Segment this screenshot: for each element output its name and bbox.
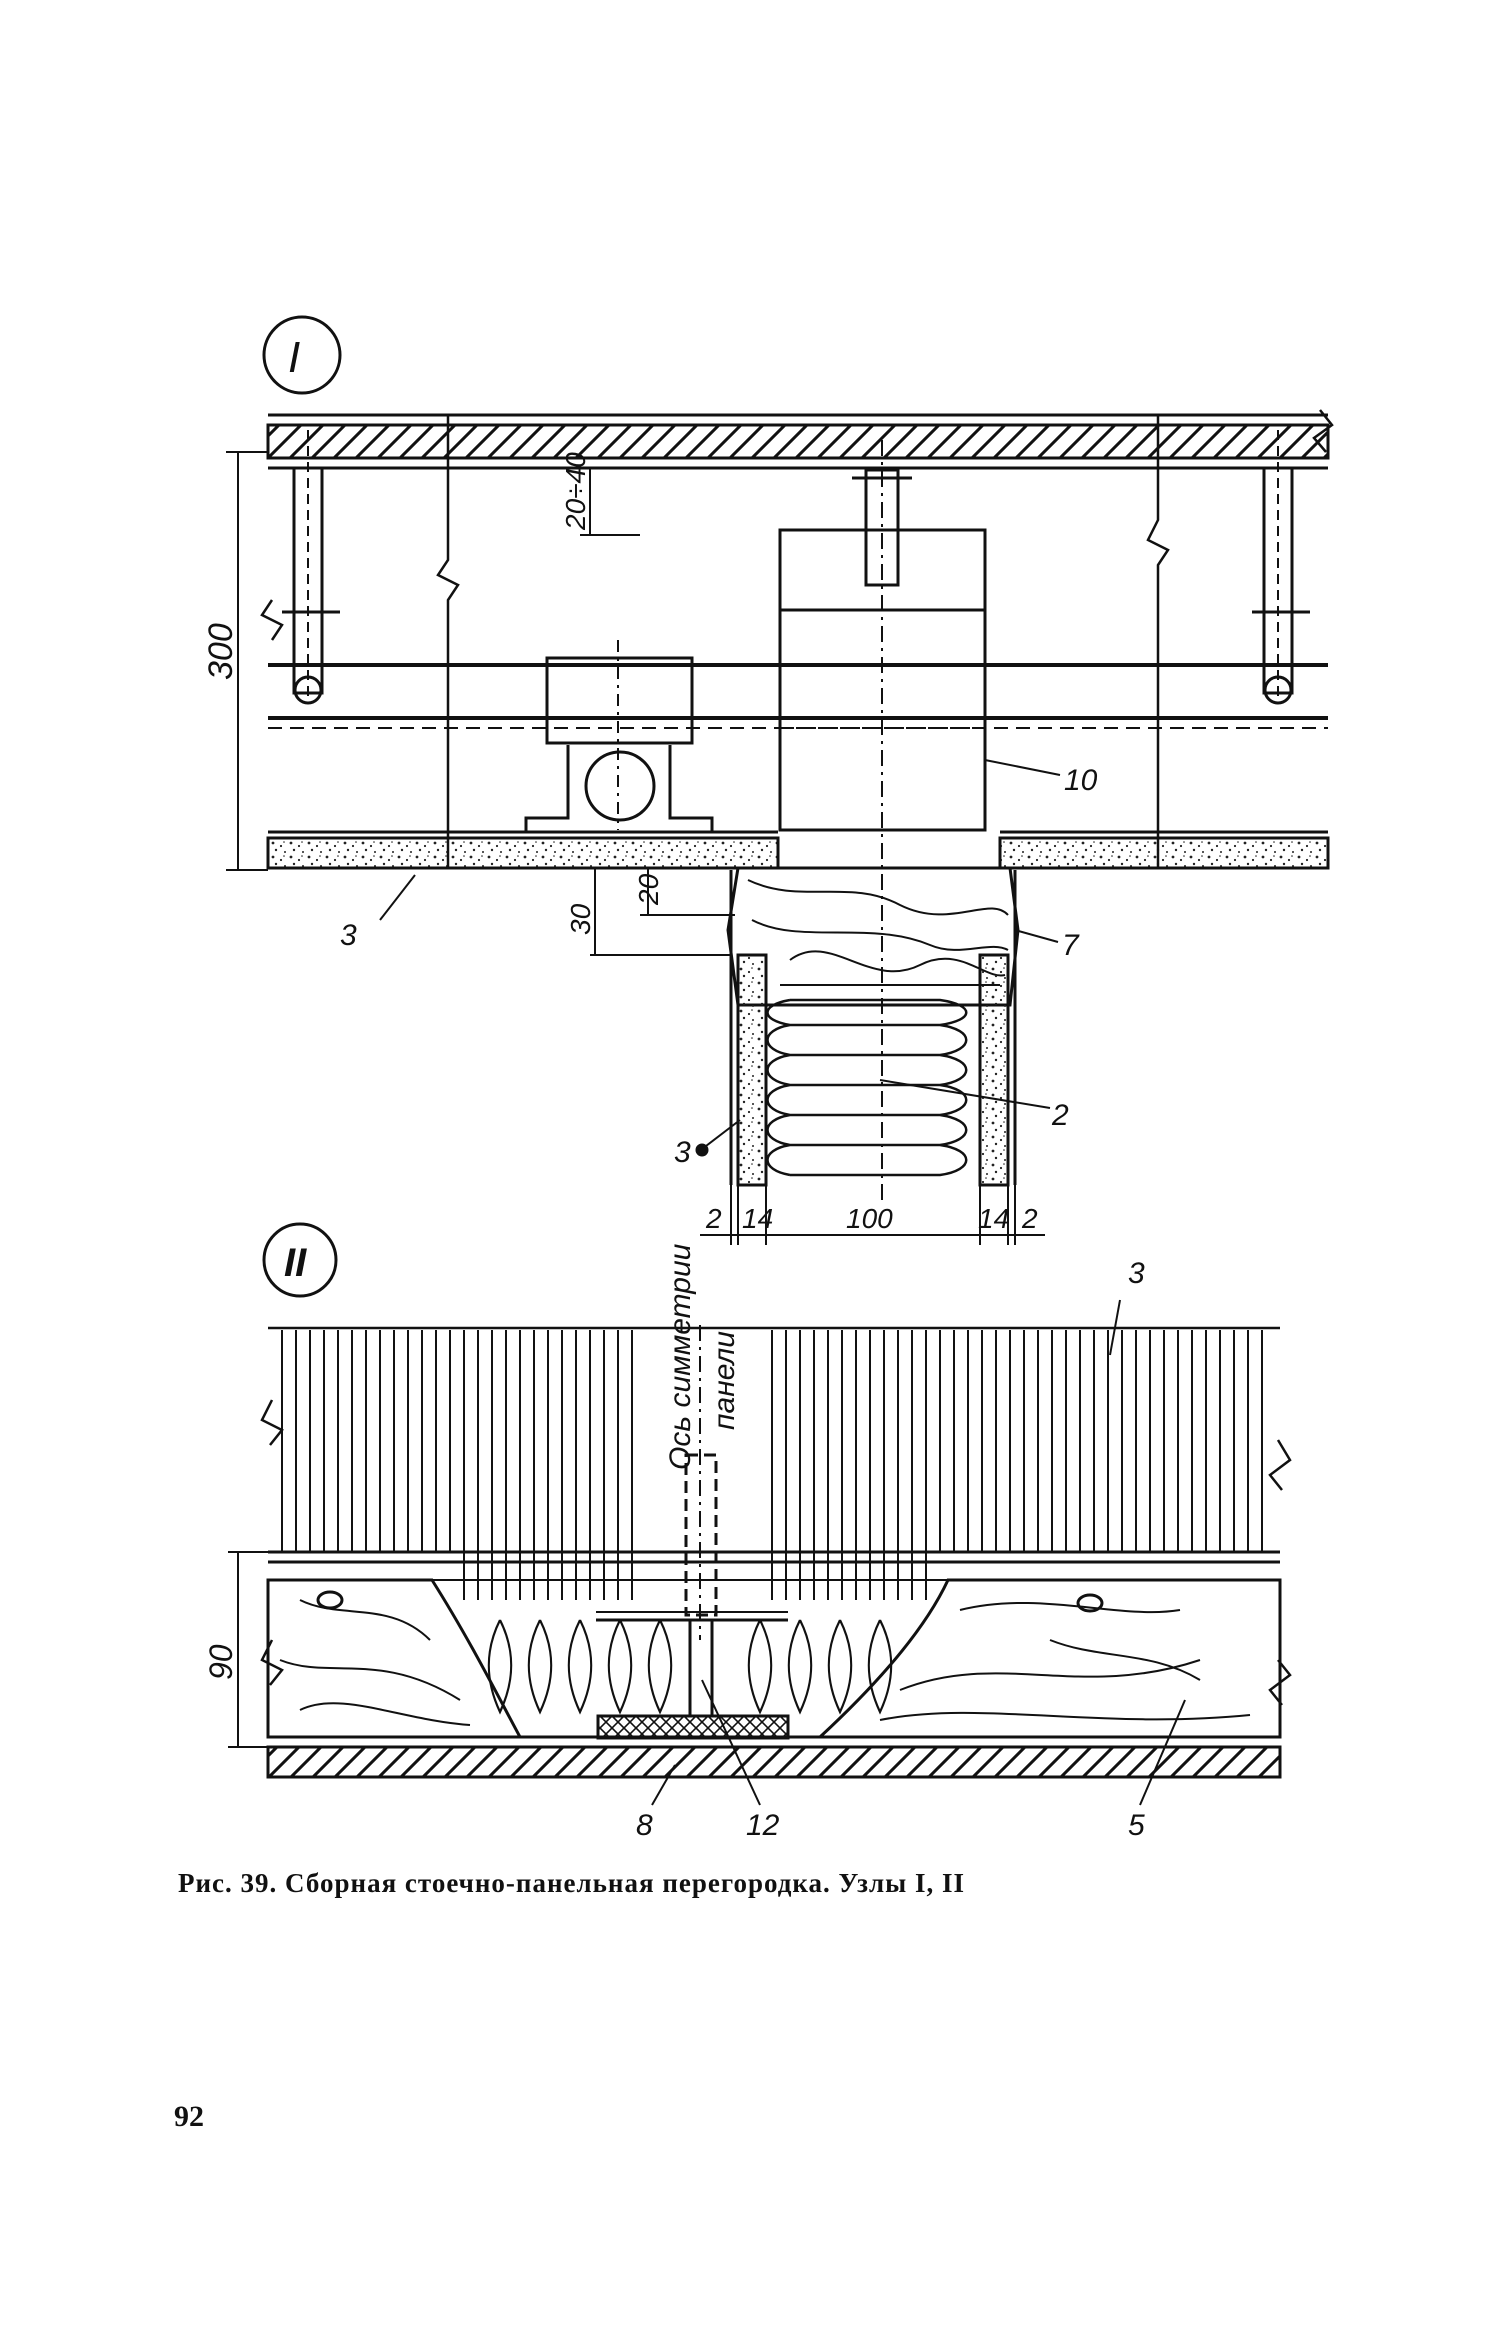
runner-wood-right — [816, 1578, 1282, 1739]
dim-offset-20: 20 — [633, 873, 664, 906]
node-2-marker-circle — [262, 1222, 338, 1298]
insulation-core — [766, 998, 968, 1177]
node-1-marker: I — [288, 333, 300, 382]
figure-caption: Рис. 39. Сборная стоечно-панельная перег… — [178, 1868, 965, 1898]
node-1-section: I — [202, 315, 1334, 1245]
hanger-right-bolt — [1263, 675, 1293, 705]
dim-offset-30: 30 — [565, 903, 596, 935]
partition-left-sheet — [736, 953, 768, 1187]
pipe — [584, 750, 656, 822]
hanger-left-bolt — [293, 675, 323, 705]
page-number: 92 — [174, 2100, 204, 2133]
axis-label-line2: панели — [708, 1331, 741, 1430]
gasket-8 — [596, 1714, 790, 1740]
post-10 — [778, 528, 987, 832]
callout-5: 5 — [1128, 1809, 1145, 1842]
partition-right-sheet — [978, 953, 1010, 1187]
callout-3-top: 3 — [1128, 1257, 1145, 1290]
callout-10: 10 — [1064, 764, 1098, 797]
insulation-bottom — [487, 1619, 893, 1715]
callout-12: 12 — [746, 1809, 780, 1842]
runner-wood-left — [266, 1578, 523, 1739]
axis-label-line1: Ось симметрии — [664, 1243, 697, 1470]
dim-gap: 20÷40 — [560, 452, 591, 531]
floor-slab — [266, 1745, 1282, 1779]
connector-12 — [688, 1618, 714, 1718]
ceiling-board-left — [266, 836, 780, 870]
pipe-clamp — [545, 656, 694, 745]
ceiling-slab — [266, 423, 1330, 460]
dim-left-sheet: 2 — [705, 1203, 722, 1234]
dim-total-height: 300 — [202, 623, 240, 680]
dim-left-board: 14 — [742, 1203, 773, 1234]
panel-ribs — [281, 1330, 1263, 1600]
callout-3-dot: 3 — [674, 1136, 691, 1169]
node-1-marker-circle — [262, 315, 342, 395]
callout-8: 8 — [636, 1809, 653, 1842]
node-2-section: II — [203, 1222, 1292, 1842]
callout-2: 2 — [1051, 1099, 1069, 1132]
dim-core: 100 — [846, 1203, 893, 1234]
post-bolt — [864, 468, 900, 587]
dim-right-board: 14 — [978, 1203, 1009, 1234]
wall-cap — [726, 866, 1020, 1007]
dim-bottom-height: 90 — [203, 1644, 239, 1680]
callout-7: 7 — [1062, 929, 1080, 962]
node-2-marker: II — [284, 1241, 307, 1285]
callout-3-left: 3 — [340, 919, 357, 952]
ceiling-board-right — [998, 836, 1330, 870]
dim-right-sheet: 2 — [1021, 1203, 1038, 1234]
